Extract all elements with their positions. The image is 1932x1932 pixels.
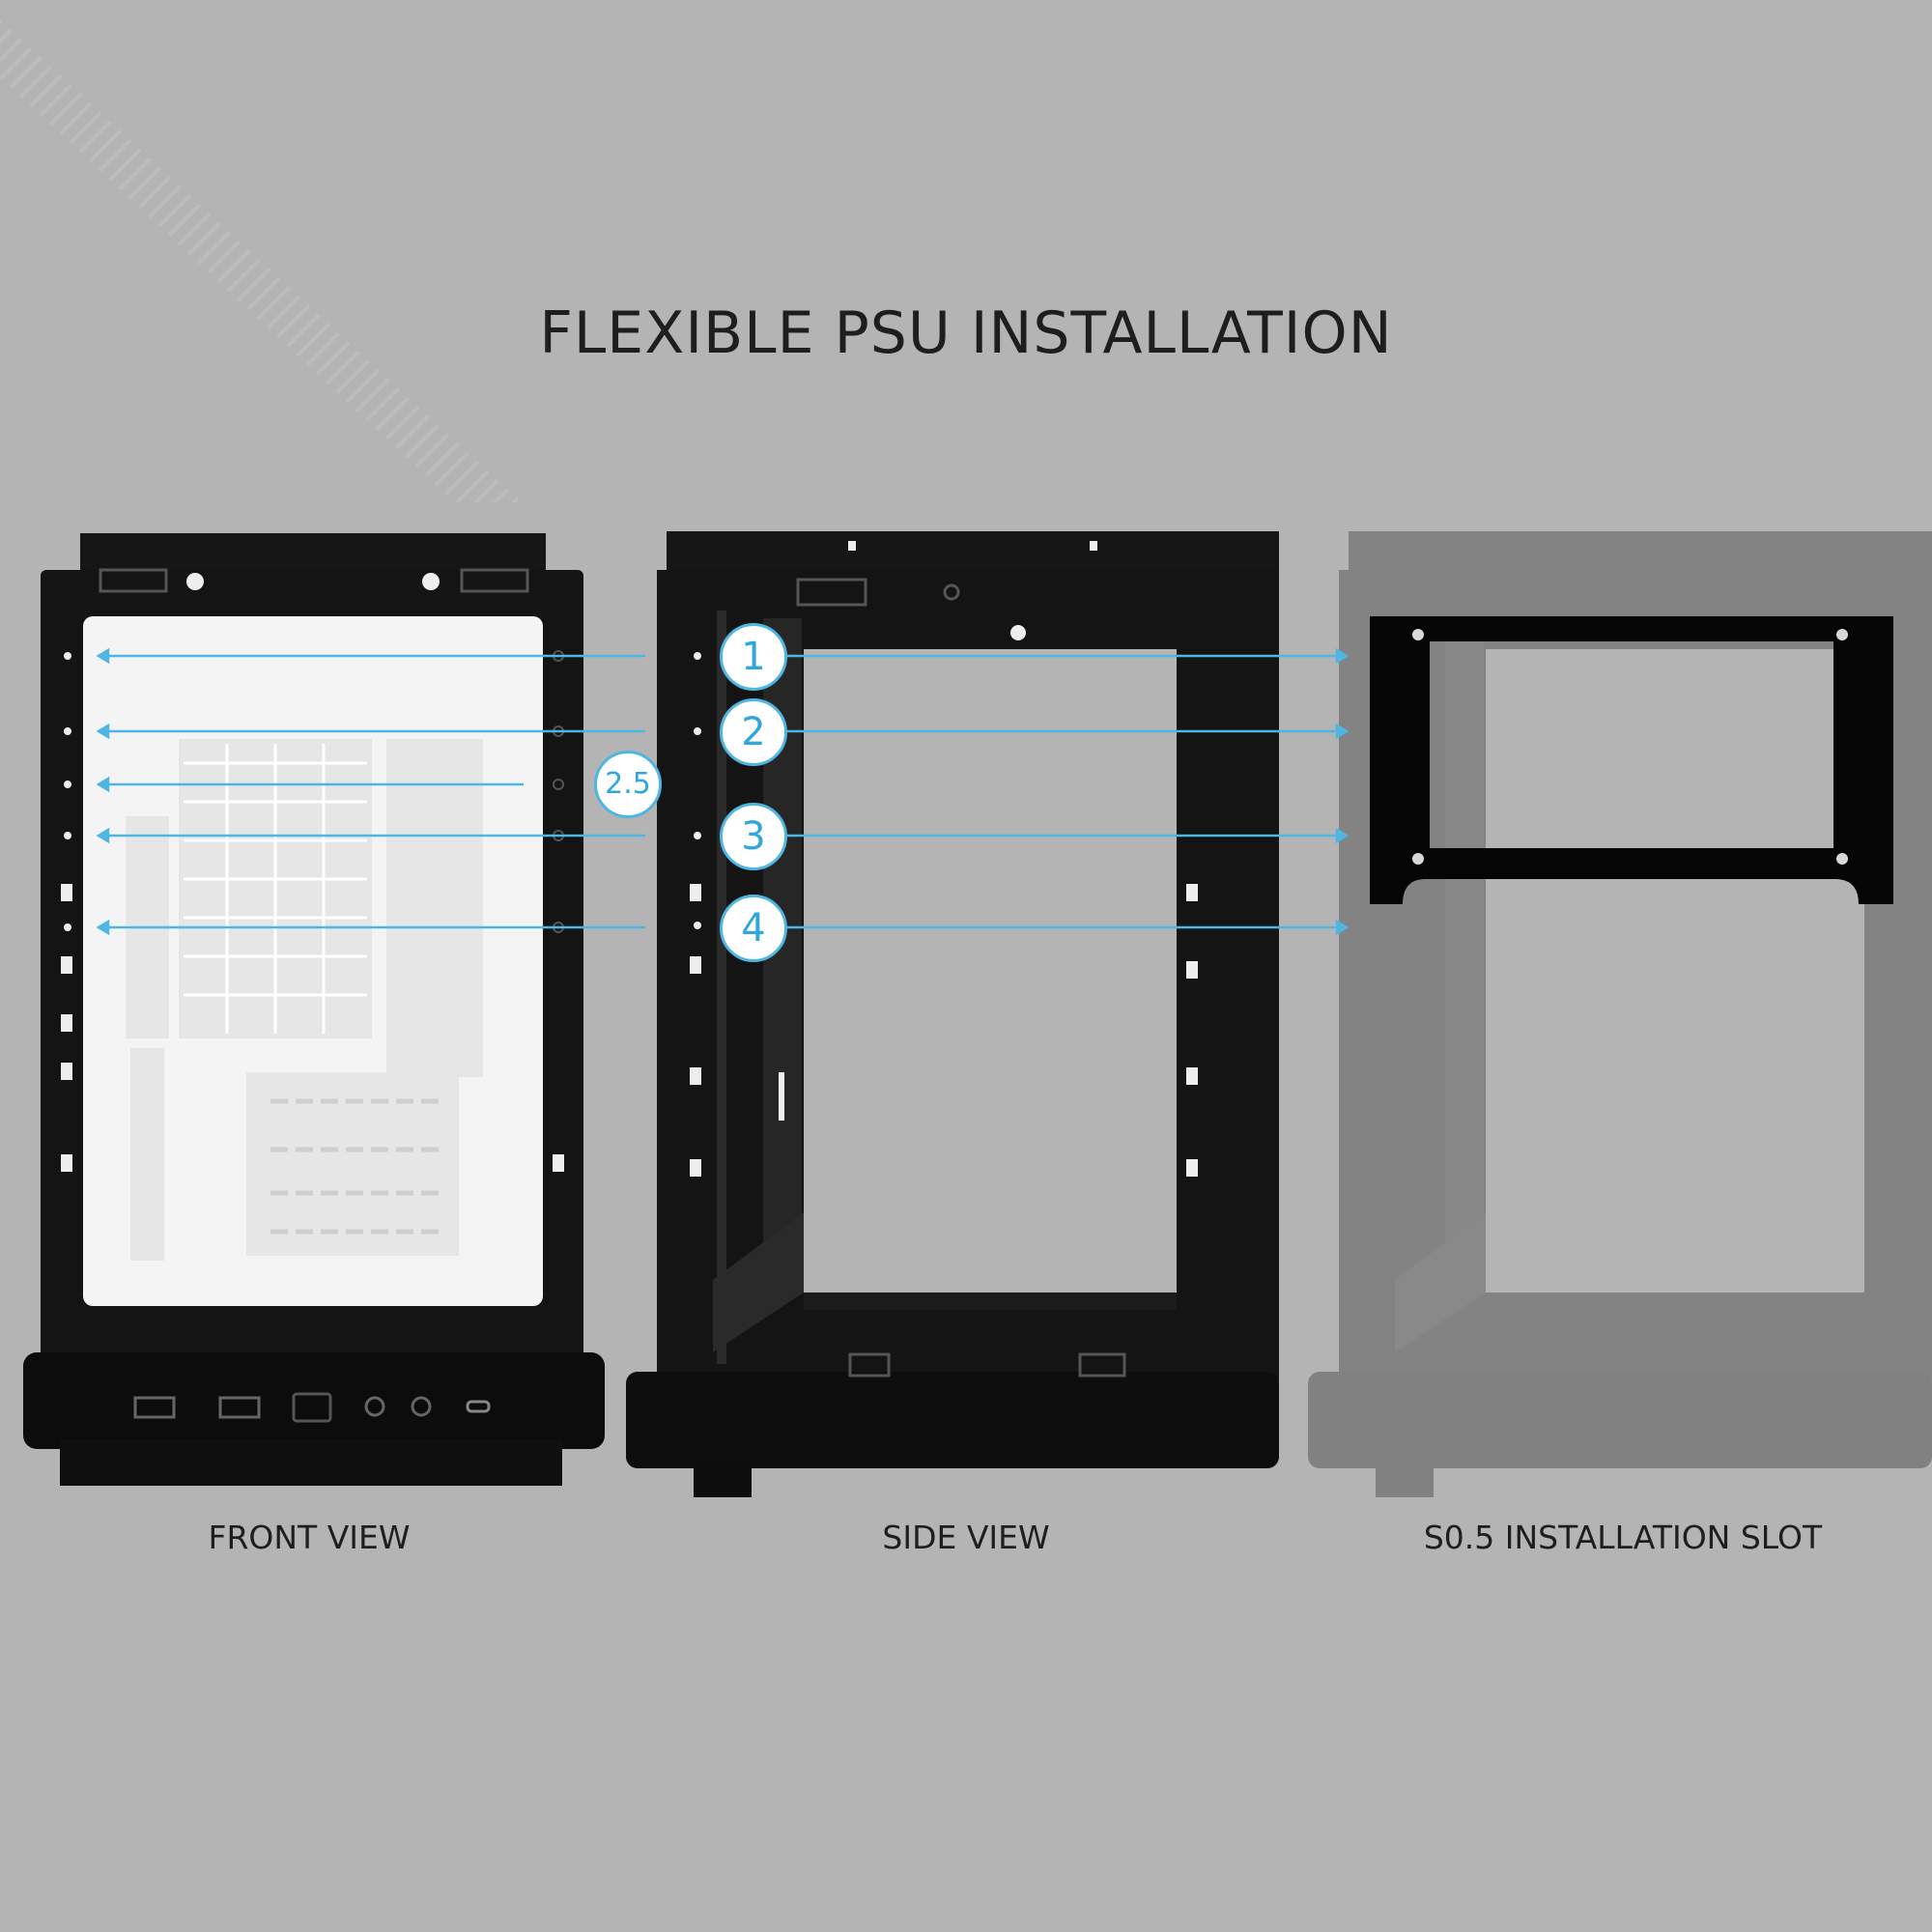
side-opening — [804, 649, 1177, 1293]
position-marker-2: 2 — [720, 698, 787, 766]
guide-lines — [96, 647, 1350, 936]
position-marker-1: 1 — [720, 623, 787, 691]
slot-view-caption: S0.5 INSTALLATION SLOT — [1423, 1519, 1823, 1556]
s05-bracket — [1370, 616, 1893, 904]
side-view-chassis — [626, 531, 1279, 1497]
position-marker-2-5: 2.5 — [594, 751, 662, 818]
page-title: FLEXIBLE PSU INSTALLATION — [539, 299, 1393, 367]
front-view-chassis — [23, 533, 605, 1486]
decorative-stripes — [0, 0, 522, 502]
front-view-caption: FRONT VIEW — [208, 1519, 411, 1556]
side-view-caption: SIDE VIEW — [882, 1519, 1050, 1556]
slot-view-chassis — [1308, 531, 1932, 1497]
position-marker-4: 4 — [720, 895, 787, 962]
position-marker-3: 3 — [720, 803, 787, 870]
